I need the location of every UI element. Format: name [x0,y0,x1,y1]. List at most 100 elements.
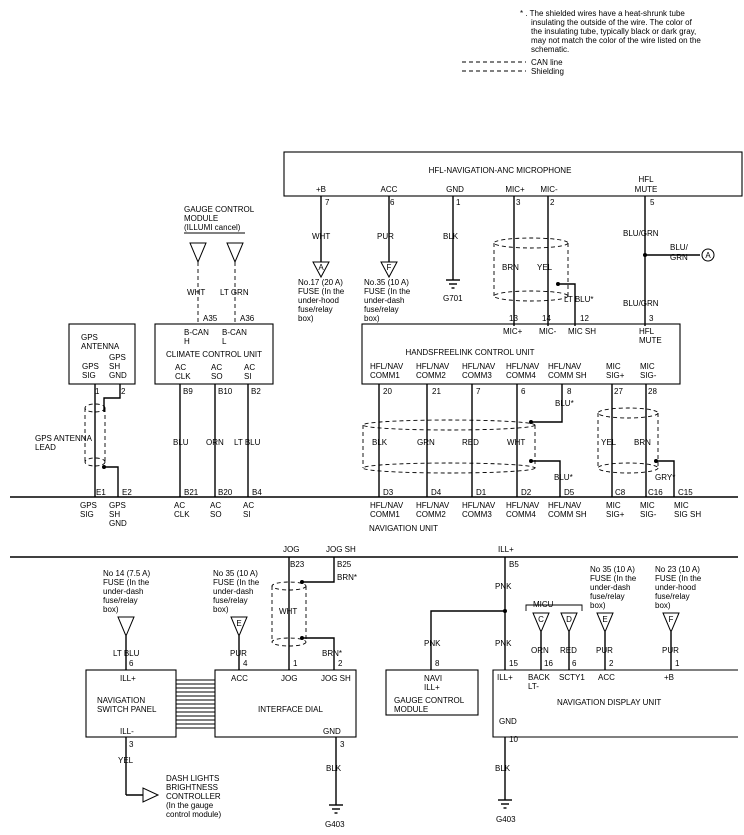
switch-pin-top: 6 [129,659,134,668]
wire-label-ill-pnk-top: PNK [495,582,512,591]
hfl-top-pin1-label: MIC+ [503,327,523,336]
display-pin-acc: 2 [609,659,614,668]
dash-lights-line5: control module) [166,810,221,819]
hfl-nav-pin-c8: C8 [615,488,626,497]
fuse14-line5: box) [103,605,119,614]
dial-pin-jogsh: 2 [338,659,343,668]
hfl-b5-num: 8 [567,387,572,396]
wire-label-comm3: RED [462,438,479,447]
gps-lead-line1: GPS ANTENNA [35,434,93,443]
wire-label-pur-display-acc: PUR [596,646,613,655]
climate-canh-1: B-CAN [184,328,209,337]
nav-label-commsh-2: COMM SH [548,510,587,519]
fuse35a-line1: No 35 (10 A) [213,569,258,578]
gps-pin2-num: 2 [121,387,126,396]
display-title: NAVIGATION DISPLAY UNIT [557,698,661,707]
nav-jog-num: B23 [290,560,305,569]
hfl-top-pin2-num: 14 [542,314,551,323]
hfl-top-pin1-num: 13 [509,314,518,323]
wire-comm-sh-top [531,384,563,423]
display-pin-ill: 15 [509,659,518,668]
climate-pin2-num: B10 [218,387,233,396]
g403-right-label: G403 [496,815,516,824]
climate-pin3-l2: SI [244,372,252,381]
fuse35a-letter: E [236,619,241,628]
wire-comm-sh-bot [531,460,561,497]
mic-pin-num-6: 6 [390,198,395,207]
wire-mic-sh [558,283,576,326]
hfl-nav-pin-c16: C16 [648,488,663,497]
wire-label-gry: GRY* [655,473,675,482]
gauge-top-wire2: LT GRN [220,288,249,297]
fuse-f-line3: under-dash [364,296,404,305]
micu-c-triangle [532,612,550,634]
wire-label-ill-pnk-bot: PNK [495,639,512,648]
hfl-b4-num: 6 [521,387,526,396]
hfl-top-pin4-label-1: HFL [639,327,655,336]
climate-nav-pin3: B4 [252,488,262,497]
display-unit-box [492,669,738,738]
gauge-top-conn2 [226,242,244,264]
hfl-b7-l1: MIC [640,362,655,371]
switch-pin-bot: 3 [129,740,134,749]
nav-label-gps-sig-2: SIG [80,510,94,519]
wire-label-orn-display: ORN [531,646,549,655]
fuse-f-letter: F [387,263,392,272]
navigation-unit: GPS SIG GPS SH GND AC CLK AC SO AC SI HF… [10,496,738,558]
hfl-b3-l1: HFL/NAV [462,362,496,371]
gps-antenna-box [68,323,136,385]
wire-label-wht: WHT [312,232,330,241]
hfl-b2-num: 21 [432,387,441,396]
fuse35b-triangle [596,612,614,634]
fuse-f-line4: fuse/relay [364,305,399,314]
comm-shield-bottom [362,462,536,474]
legend-star-line4: may not match the color of the wire list… [531,36,701,45]
microphone-box [283,151,743,197]
hfl-b4-l1: HFL/NAV [506,362,540,371]
nav-jogsh-label: JOG SH [326,545,356,554]
nav-label-ac-si-1: AC [243,501,254,510]
mute-branch-ref-circle [701,248,715,262]
fuse-a-line2: FUSE (In the [298,287,345,296]
hfl-top-pin2-label: MIC- [539,327,557,336]
dial-acc-label: ACC [231,674,248,683]
wire-ill-branch [430,610,505,670]
comm-sh-top-dot [529,420,533,424]
microphone-title: HFL-NAVIGATION-ANC MICROPHONE [429,166,572,175]
wire-label-sig-minus: BRN [634,438,651,447]
nav-label-gps-sh-3: GND [109,519,127,528]
fuse35b-line5: box) [590,601,606,610]
wire-label-pur: PUR [377,232,394,241]
gauge-top-conn1 [189,242,207,264]
wire-label-blugrn-bot: BLU/GRN [623,299,659,308]
hfl-b1-num: 20 [383,387,392,396]
gps-shield-bottom [84,457,106,467]
fuse-a-line1: No.17 (20 A) [298,278,343,287]
switch-title-2: SWITCH PANEL [97,705,157,714]
wire-label-brn: BRN [502,263,519,272]
gauge-module-lower-box [385,669,479,716]
wire-label-comm-sh-top: BLU* [555,399,574,408]
wire-gry [656,460,675,497]
fuse-a-triangle [312,261,330,279]
hfl-b3-num: 7 [476,387,481,396]
fuse35a-line3: under-dash [213,587,253,596]
wire-label-ltblu-ac: LT BLU [234,438,261,447]
fuse35b-line1: No 35 (10 A) [590,565,635,574]
mic-pin-label-micm: MIC- [540,185,558,194]
climate-pin3-l1: AC [244,363,255,372]
wire-label-brn-bot: BRN* [322,649,342,658]
hfl-b6-l1: MIC [606,362,621,371]
gps-antenna: GPS ANTENNA GPS SIG GPS SH GND 1 2 GPS A… [35,323,136,497]
gauge-top-line1: GAUGE CONTROL [184,205,255,214]
wire-label-switch-ltblu: LT BLU [113,649,140,658]
gps-pin2-label-1: GPS [109,353,126,362]
wire-label-ltblu-sh: LT BLU* [564,295,594,304]
nav-jog-label: JOG [283,545,299,554]
ground-g701-label: G701 [443,294,463,303]
micu-d-triangle [560,612,578,634]
fuse35a-line2: FUSE (In the [213,578,260,587]
nav-label-commsh-1: HFL/NAV [548,501,582,510]
climate-nav-pin2: B20 [218,488,233,497]
gps-nav-pin1: E1 [96,488,106,497]
